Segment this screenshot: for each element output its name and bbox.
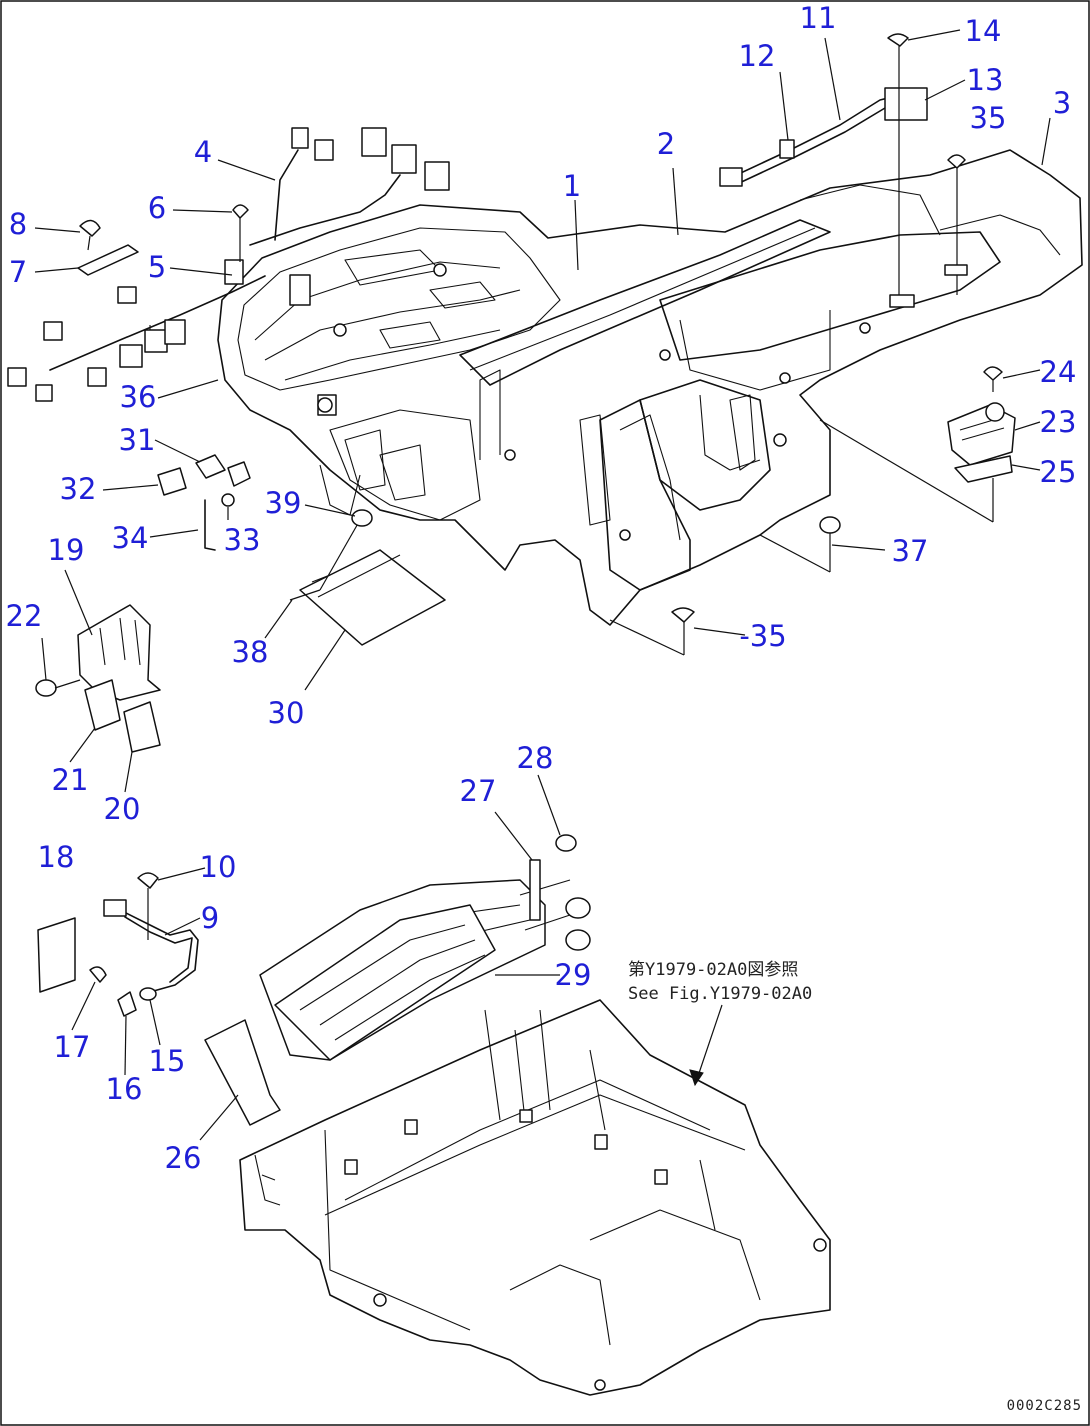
callout-9: 9 (201, 901, 219, 935)
lower-base-26 (204, 999, 831, 1396)
callout-12: 12 (739, 39, 776, 73)
callout-15: 15 (149, 1044, 186, 1078)
leader-lines (34, 29, 1051, 1141)
callout-13: 13 (967, 63, 1004, 97)
callout-34: 34 (112, 521, 149, 555)
callout-35: 35 (970, 101, 1007, 135)
callout-35-lower: -35 (739, 619, 786, 653)
bracket-23 (819, 366, 1016, 523)
wiring-harness-11 (719, 33, 968, 308)
callout-21: 21 (52, 763, 89, 797)
callout-32: 32 (60, 472, 97, 506)
upper-housing-assembly (217, 149, 1083, 626)
callout-8: 8 (9, 207, 27, 241)
bolt-35-lower (609, 607, 695, 656)
callout-24: 24 (1040, 355, 1077, 389)
callout-36: 36 (120, 380, 157, 414)
callout-33: 33 (224, 523, 261, 557)
callout-7: 7 (9, 255, 27, 289)
callout-37: 37 (892, 534, 929, 568)
callout-2: 2 (657, 127, 675, 161)
callout-6: 6 (148, 191, 166, 225)
callout-30: 30 (268, 696, 305, 730)
callout-27: 27 (460, 774, 497, 808)
reference-note-jp: 第Y1979-02A0図参照 (628, 960, 798, 980)
callout-22: 22 (6, 599, 43, 633)
callout-14: 14 (965, 14, 1002, 48)
callout-labels: 1 2 3 4 5 6 7 8 9 10 11 12 13 14 15 16 1… (6, 1, 1077, 1175)
callout-20: 20 (104, 792, 141, 826)
bracket-7 (77, 204, 249, 276)
callout-38: 38 (232, 635, 269, 669)
callout-18: 18 (38, 840, 75, 874)
callout-28: 28 (517, 741, 554, 775)
bolt-37 (759, 516, 841, 573)
wiring-harness-5 (7, 259, 266, 402)
callout-29: 29 (555, 958, 592, 992)
callout-19: 19 (48, 533, 85, 567)
wiring-harness-9 (37, 872, 199, 1017)
wiring-harness-4 (249, 127, 450, 246)
drawing-code: 0002C285 (1007, 1398, 1082, 1414)
reference-note: 第Y1979-02A0図参照 See Fig.Y1979-02A0 (628, 960, 812, 1004)
callout-4: 4 (194, 135, 212, 169)
filter-30 (289, 519, 446, 646)
callout-5: 5 (148, 250, 166, 284)
callout-25: 25 (1040, 455, 1077, 489)
callout-10: 10 (200, 850, 237, 884)
callout-11: 11 (800, 1, 837, 35)
callout-31: 31 (119, 423, 156, 457)
callout-39: 39 (265, 486, 302, 520)
bracket-19 (35, 604, 161, 753)
callout-17: 17 (54, 1030, 91, 1064)
small-parts-31-34 (157, 454, 373, 551)
callout-3: 3 (1053, 86, 1071, 120)
lower-duct-29 (259, 834, 591, 1061)
reference-note-en: See Fig.Y1979-02A0 (628, 984, 812, 1004)
callout-1: 1 (563, 169, 581, 203)
callout-23: 23 (1040, 405, 1077, 439)
callout-26: 26 (165, 1141, 202, 1175)
callout-16: 16 (106, 1072, 143, 1106)
